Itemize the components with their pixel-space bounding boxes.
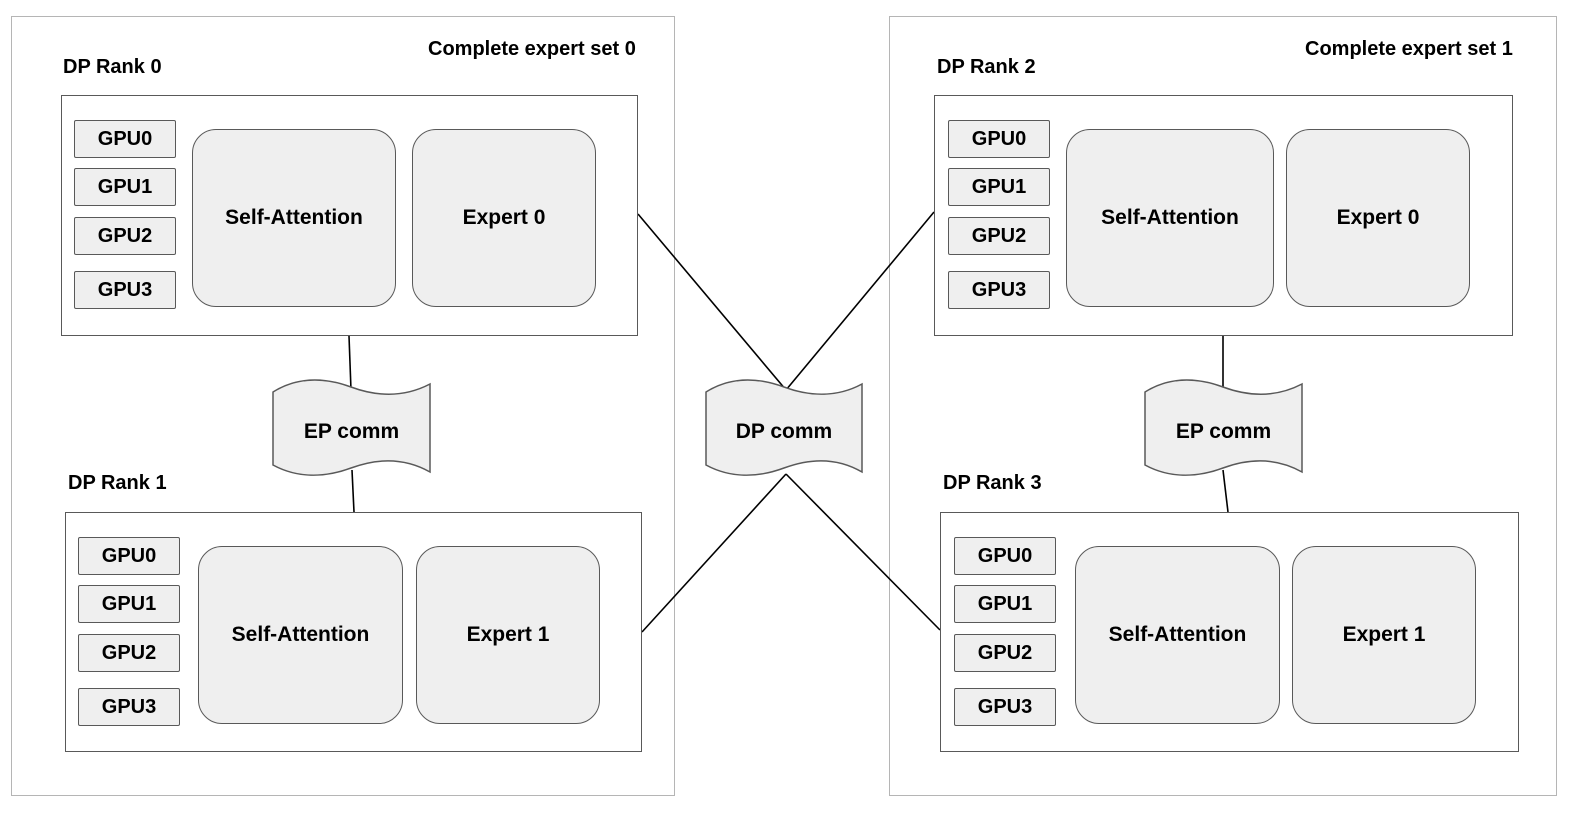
dp-rank-1-gpu2: GPU2 (78, 634, 180, 672)
dp-rank-0-gpu3: GPU3 (74, 271, 176, 309)
dp-rank-2-self-attention: Self-Attention (1066, 129, 1274, 307)
link-rank0-ep-comm-0 (348, 335, 352, 391)
ep-comm-1-label: EP comm (1175, 420, 1272, 443)
dp-rank-1-gpu1: GPU1 (78, 585, 180, 623)
dp-rank-2-gpu2: GPU2 (948, 217, 1050, 255)
ep-comm-1-shape (1144, 379, 1303, 476)
dp-rank-3-gpu1: GPU1 (954, 585, 1056, 623)
dp-rank-1-expert: Expert 1 (416, 546, 600, 724)
dp-rank-0-gpu2: GPU2 (74, 217, 176, 255)
expert-set-0-label: Complete expert set 0 (428, 38, 636, 60)
dp-rank-1-self-attention: Self-Attention (198, 546, 403, 724)
link-rank0-dp-comm (637, 213, 787, 391)
dp-rank-0-label: DP Rank 0 (63, 56, 162, 78)
dp-rank-3-expert: Expert 1 (1292, 546, 1476, 724)
dp-rank-0-gpu0: GPU0 (74, 120, 176, 158)
dp-rank-3-gpu2: GPU2 (954, 634, 1056, 672)
dp-rank-2-gpu3: GPU3 (948, 271, 1050, 309)
link-rank3-dp-comm (785, 473, 941, 631)
dp-rank-3-label: DP Rank 3 (943, 472, 1042, 494)
dp-rank-1-gpu3: GPU3 (78, 688, 180, 726)
dp-comm-label: DP comm (735, 420, 833, 443)
ep-comm-0-label: EP comm (303, 420, 400, 443)
dp-rank-1-gpu0: GPU0 (78, 537, 180, 575)
dp-rank-3-self-attention: Self-Attention (1075, 546, 1280, 724)
link-ep-comm-1-rank3 (1222, 469, 1229, 513)
dp-rank-3-gpu3: GPU3 (954, 688, 1056, 726)
dp-rank-0-gpu1: GPU1 (74, 168, 176, 206)
dp-comm-shape (705, 379, 863, 476)
dp-rank-3-gpu0: GPU0 (954, 537, 1056, 575)
link-rank2-dp-comm (785, 211, 935, 391)
expert-set-1-container (889, 16, 1557, 796)
dp-rank-1-label: DP Rank 1 (68, 472, 167, 494)
expert-set-0-container (11, 16, 675, 796)
dp-rank-0-expert: Expert 0 (412, 129, 596, 307)
expert-set-1-label: Complete expert set 1 (1305, 38, 1513, 60)
dp-rank-2-gpu0: GPU0 (948, 120, 1050, 158)
dp-rank-2-label: DP Rank 2 (937, 56, 1036, 78)
link-ep-comm-0-rank1 (351, 469, 355, 513)
dp-rank-2-expert: Expert 0 (1286, 129, 1470, 307)
link-rank1-dp-comm (641, 473, 787, 633)
ep-comm-0-shape (272, 379, 431, 476)
dp-rank-0-self-attention: Self-Attention (192, 129, 396, 307)
dp-rank-2-gpu1: GPU1 (948, 168, 1050, 206)
